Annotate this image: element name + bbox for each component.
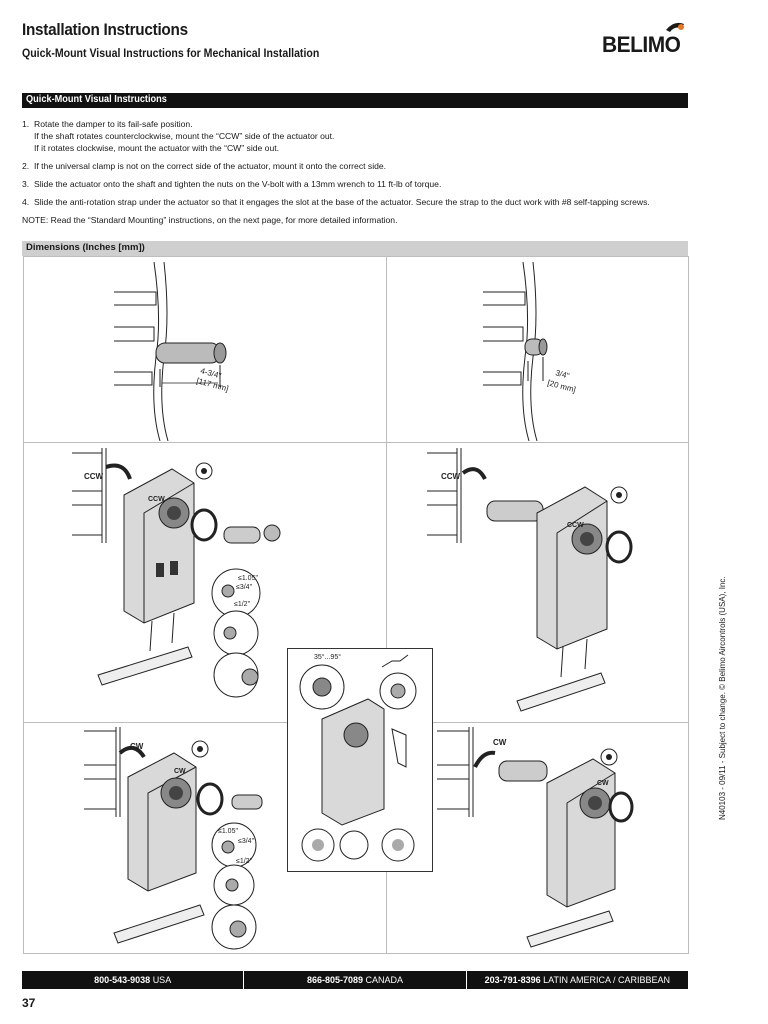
ccw-actuator-short-diagram: CCW CCW: [427, 448, 633, 712]
rotation-arrow-icon: [105, 463, 132, 480]
cw-actuator-short-diagram: CW CW: [437, 727, 634, 948]
instruction-steps: 1.Rotate the damper to its fail-safe pos…: [22, 118, 692, 226]
footer-usa: 800-543-9038 USA: [94, 975, 172, 985]
cw-dial-label: CW: [174, 768, 186, 775]
long-shaft-diagram: 4-3/4" [117 mm]: [114, 261, 229, 441]
cw-label: CW: [493, 738, 507, 747]
ccw-label: CCW: [84, 472, 104, 481]
rotation-arrow-icon: [118, 745, 146, 759]
bracket-icon: [391, 728, 407, 768]
clamp-size-b: ≤3/4": [238, 838, 255, 845]
step-3: 3.Slide the actuator onto the shaft and …: [22, 179, 442, 189]
short-shaft-inch: 3/4": [554, 368, 570, 380]
rotation-arrow-icon: [473, 750, 496, 768]
rotation-detail-panel: 35°...95°: [287, 648, 433, 872]
side-document-note: N40103 - 09/11 - Subject to change. © Be…: [718, 576, 727, 820]
logo-text: BELIMO: [602, 32, 681, 57]
ccw-dial-label: CCW: [567, 522, 584, 529]
clamp-size-b: ≤3/4": [236, 584, 253, 591]
cw-dial-label: CW: [597, 780, 609, 787]
ccw-label: CCW: [441, 472, 461, 481]
clamp-size-c: ≤1/2": [234, 601, 251, 608]
clamp-size-a: ≤1.05": [218, 828, 238, 835]
diagram-grid: [23, 256, 689, 954]
step-2: 2.If the universal clamp is not on the c…: [22, 161, 387, 171]
contact-footer: 800-543-9038 USA 866-805-7089 CANADA 203…: [22, 971, 688, 989]
ccw-actuator-diagram: CCW CCW ≤1.05" ≤3/4" ≤1/2": [72, 448, 281, 698]
rotation-detail-diagram: 35°...95°: [299, 653, 417, 862]
document-subtitle: Quick-Mount Visual Instructions for Mech…: [22, 46, 320, 60]
anti-rotation-strap: [526, 910, 614, 948]
anti-rotation-strap: [113, 904, 205, 944]
anti-rotation-strap: [97, 646, 193, 686]
page-number: 37: [22, 996, 36, 1010]
footer-canada: 866-805-7089 CANADA: [243, 971, 465, 989]
step-4: 4.Slide the anti-rotation strap under th…: [22, 197, 650, 207]
rotation-angle-label: 35°...95°: [314, 653, 341, 661]
footer-latam: 203-791-8396 LATIN AMERICA / CARIBBEAN: [465, 971, 688, 989]
cw-actuator-diagram: CW CW ≤1.05" ≤3/4" ≤1/2": [84, 727, 263, 950]
short-shaft-diagram: 3/4" [20 mm]: [483, 261, 577, 441]
anti-rotation-strap: [516, 672, 606, 712]
clamp-size-c: ≤1/2": [236, 858, 253, 865]
cw-label: CW: [130, 742, 144, 751]
short-shaft-mm: [20 mm]: [546, 378, 576, 394]
belimo-logo: BELIMO: [602, 18, 692, 62]
document-title: Installation Instructions: [22, 20, 188, 39]
clamp-size-a: ≤1.05": [238, 575, 258, 582]
dimensions-heading: Dimensions (Inches [mm]): [22, 241, 688, 256]
note-text: NOTE: Read the “Standard Mounting” instr…: [22, 215, 398, 225]
logo-mark-icon: [666, 22, 684, 32]
switch-symbol-icon: [381, 654, 409, 668]
rotation-arrow-icon: [461, 467, 487, 480]
ccw-dial-label: CCW: [148, 496, 165, 503]
long-shaft-mm: [117 mm]: [195, 376, 229, 393]
grid-divider: [23, 442, 689, 443]
quick-mount-heading: Quick-Mount Visual Instructions: [22, 93, 688, 108]
grid-divider: [386, 256, 387, 954]
step-1: 1.Rotate the damper to its fail-safe pos…: [22, 119, 335, 153]
